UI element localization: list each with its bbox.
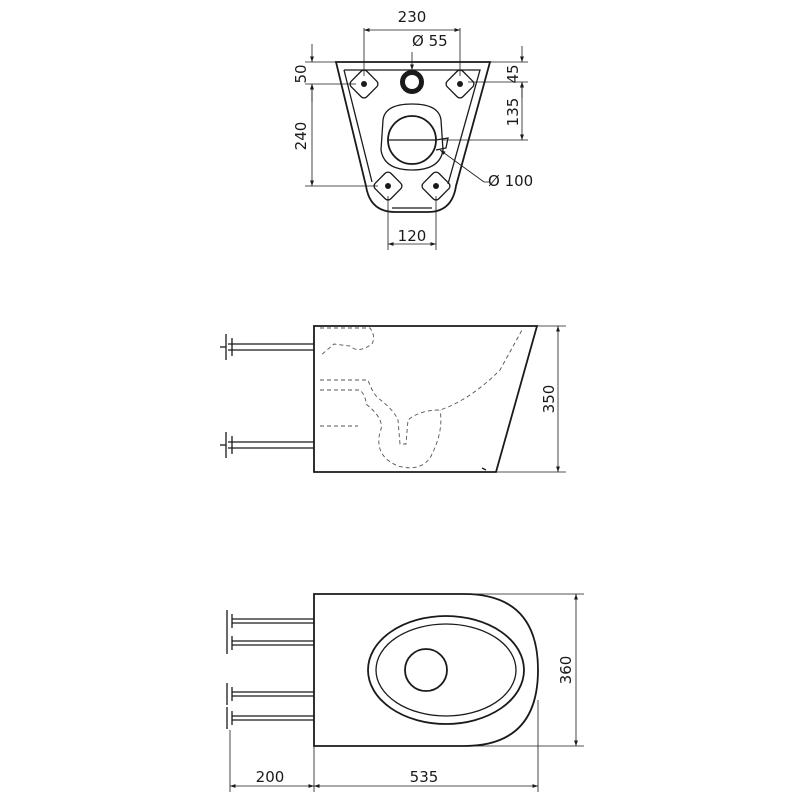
mount-pad-top-right: [445, 69, 475, 99]
dim-right-spacing-label: 135: [504, 98, 522, 127]
rear-view-inner-outline: [344, 69, 481, 185]
side-rod-upper: [220, 334, 314, 360]
dim-outlet-diameter: Ø 100: [439, 149, 533, 190]
dim-top-width-label: 230: [398, 8, 427, 26]
dim-top-width: 230: [363, 8, 461, 76]
dim-side-height-label: 350: [540, 385, 558, 414]
mount-pad-bottom-right: [421, 171, 451, 201]
plan-rod-1: [226, 610, 314, 632]
plan-view: 360 200 535: [226, 593, 584, 792]
side-view-hidden-channel: [319, 327, 523, 469]
dim-right-spacing: 135: [442, 82, 528, 141]
side-view: 350: [220, 325, 566, 473]
dim-bottom-width: 120: [387, 196, 437, 250]
dim-outlet-diameter-label: Ø 100: [488, 172, 533, 190]
dim-left-upper-label: 50: [292, 64, 310, 83]
dim-right-upper-label: 45: [504, 64, 522, 83]
side-rod-lower: [220, 432, 314, 458]
dim-right-upper: 45: [468, 46, 528, 98]
plan-rod-3: [226, 683, 314, 705]
plan-view-body: [313, 593, 539, 747]
dim-plan-width-label: 360: [557, 656, 575, 685]
outlet: [380, 103, 449, 171]
dim-left-upper: 50: [292, 44, 356, 102]
plan-rod-2: [226, 632, 314, 654]
dim-bolt-length: 200: [229, 730, 315, 792]
plan-view-rim-outer: [367, 615, 525, 725]
rear-view-inner-left: [343, 69, 373, 183]
dim-depth: 535: [314, 700, 539, 792]
mount-pad-top-left: [349, 69, 379, 99]
side-view-body: [313, 325, 539, 473]
dim-left-spacing: 240: [292, 84, 378, 187]
dim-bottom-width-label: 120: [398, 227, 427, 245]
water-inlet: [400, 70, 424, 94]
dim-pipe-diameter-label: Ø 55: [412, 32, 448, 50]
dim-bolt-length-label: 200: [256, 768, 285, 786]
dim-pipe-diameter: Ø 55: [410, 32, 448, 70]
dim-depth-label: 535: [410, 768, 439, 786]
plan-rod-4: [226, 707, 314, 729]
dim-plan-width: 360: [464, 593, 584, 747]
rear-view: 230 Ø 55 50 240 45: [292, 8, 533, 250]
plan-view-rim-inner: [375, 623, 517, 717]
mount-pad-bottom-left: [373, 171, 403, 201]
dim-side-height: 350: [496, 325, 566, 473]
rear-view-body-outline: [334, 61, 492, 213]
dim-left-spacing-label: 240: [292, 122, 310, 151]
plan-view-drain: [404, 648, 448, 692]
